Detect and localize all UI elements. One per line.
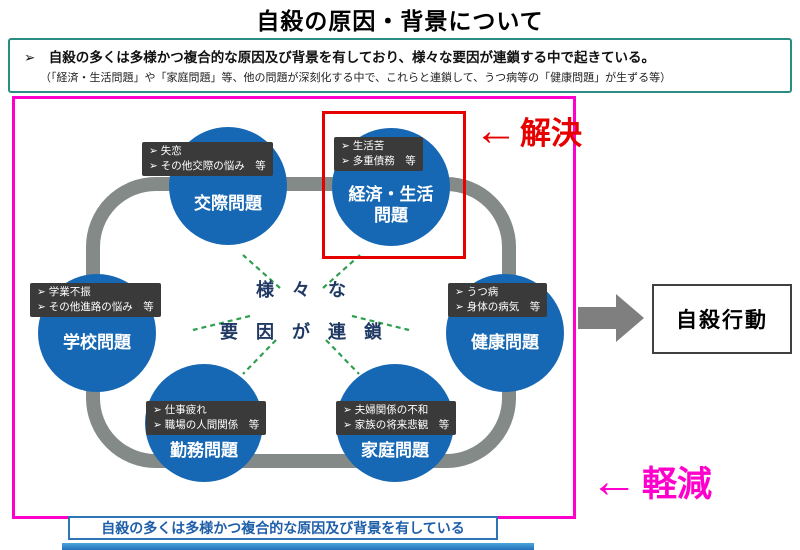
detail-health-problems: ➢ うつ病 ➢ 身体の病気 等 bbox=[448, 283, 548, 317]
keigen-label: 軽減 bbox=[642, 465, 713, 504]
circle-label: 家庭問題 bbox=[336, 440, 454, 461]
kaiketsu-annotation: ← 解決 bbox=[474, 108, 582, 153]
detail-line: ➢ 家族の将来悲観 等 bbox=[343, 419, 450, 431]
circle-label-text: 家庭問題 bbox=[361, 441, 429, 460]
detail-school-problems: ➢ 学業不振 ➢ その他進路の悩み 等 bbox=[30, 283, 161, 317]
circle-label-text: 交際問題 bbox=[194, 194, 262, 213]
circle-label-text: 問題 bbox=[374, 206, 408, 225]
summary-line1: ➢ 自殺の多くは多様かつ複合的な原因及び背景を有しており、様々な要因が連鎖する中… bbox=[24, 50, 655, 65]
circle-label: 勤務問題 bbox=[145, 440, 263, 461]
center-caption-line1: 様 々 な bbox=[256, 280, 346, 300]
bottom-caption: 自殺の多くは多様かつ複合的な原因及び背景を有している bbox=[68, 516, 498, 540]
detail-line: ➢ 多重債務 等 bbox=[341, 155, 416, 167]
summary-box: ➢ 自殺の多くは多様かつ複合的な原因及び背景を有しており、様々な要因が連鎖する中… bbox=[8, 38, 792, 93]
circle-label: 学校問題 bbox=[38, 332, 156, 353]
detail-line: ➢ 生活苦 bbox=[341, 140, 385, 152]
circle-label: 交際問題 bbox=[169, 193, 287, 214]
circle-label: 健康問題 bbox=[446, 332, 564, 353]
detail-line: ➢ その他交際の悩み 等 bbox=[149, 160, 266, 172]
circle-label-text: 学校問題 bbox=[63, 333, 131, 352]
circle-label: 経済・生活 問題 bbox=[332, 184, 450, 226]
detail-line: ➢ 学業不振 bbox=[37, 286, 91, 298]
page-title: 自殺の原因・背景について bbox=[256, 8, 544, 34]
circle-label-text: 勤務問題 bbox=[170, 441, 238, 460]
keigen-annotation: ← 軽減 bbox=[590, 456, 712, 507]
left-arrow-icon: ← bbox=[474, 105, 518, 155]
bottom-bar bbox=[62, 543, 534, 550]
detail-line: ➢ 職場の人間関係 等 bbox=[153, 419, 260, 431]
detail-line: ➢ 失恋 bbox=[149, 145, 182, 157]
detail-line: ➢ 夫婦関係の不和 bbox=[343, 404, 429, 416]
outcome-box: 自殺行動 bbox=[652, 284, 792, 354]
center-caption: 様 々 な 要 因 が 連 鎖 bbox=[205, 276, 397, 344]
detail-relationship-problems: ➢ 失恋 ➢ その他交際の悩み 等 bbox=[142, 142, 273, 176]
left-arrow-icon: ← bbox=[590, 454, 638, 508]
kaiketsu-label: 解決 bbox=[520, 116, 582, 151]
detail-line: ➢ 身体の病気 等 bbox=[455, 301, 541, 313]
circle-label-text: 健康問題 bbox=[471, 333, 539, 352]
detail-work-problems: ➢ 仕事疲れ ➢ 職場の人間関係 等 bbox=[146, 401, 267, 435]
detail-line: ➢ うつ病 bbox=[455, 286, 499, 298]
circle-label-text: 経済・生活 bbox=[348, 185, 434, 204]
detail-economic-life-problems: ➢ 生活苦 ➢ 多重債務 等 bbox=[334, 137, 423, 171]
right-block-arrow-icon bbox=[578, 294, 644, 342]
detail-family-problems: ➢ 夫婦関係の不和 ➢ 家族の将来悲観 等 bbox=[336, 401, 457, 435]
detail-line: ➢ その他進路の悩み 等 bbox=[37, 301, 154, 313]
summary-line2: （「経済・生活問題」や「家庭問題」等、他の問題が深刻化する中で、これらと連鎖して… bbox=[40, 72, 672, 84]
center-caption-line2: 要 因 が 連 鎖 bbox=[220, 322, 382, 342]
detail-line: ➢ 仕事疲れ bbox=[153, 404, 207, 416]
